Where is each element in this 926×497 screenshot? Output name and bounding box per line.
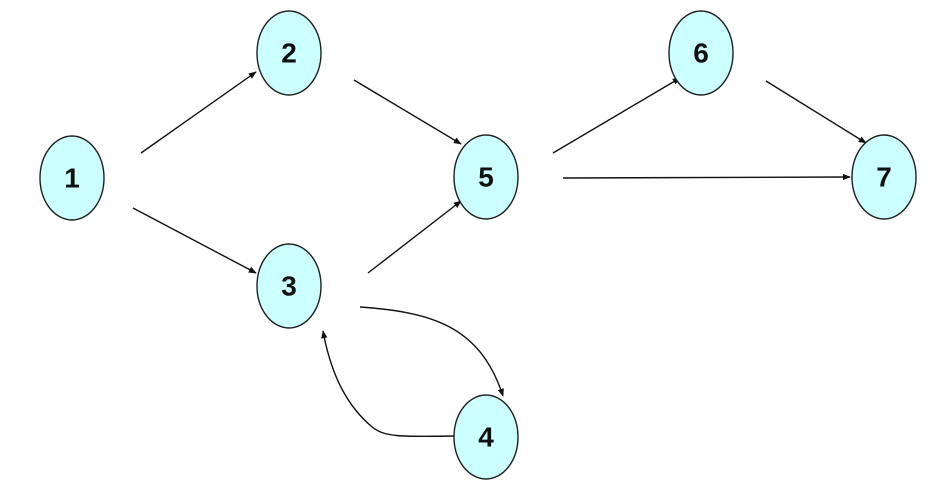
node-4-label: 4 [478, 422, 494, 453]
node-3-shape [256, 243, 322, 329]
node-7: 7 [851, 134, 917, 220]
node-6-shape [668, 10, 734, 96]
edge-2-5 [353, 79, 462, 145]
edge-6-7 [765, 80, 867, 144]
node-5-label: 5 [478, 162, 494, 193]
node-1-label: 1 [64, 163, 80, 194]
node-4-shape [453, 394, 519, 480]
edge-1-2 [140, 71, 257, 154]
node-2-shape [256, 10, 322, 96]
node-5: 5 [453, 134, 519, 220]
node-7-shape [851, 134, 917, 220]
node-1: 1 [39, 135, 105, 221]
edge-5-6 [552, 77, 681, 154]
node-3-label: 3 [281, 271, 297, 302]
node-1-shape [39, 135, 105, 221]
node-5-shape [453, 134, 519, 220]
edge-3-4 [359, 306, 504, 397]
node-6-label: 6 [693, 38, 709, 69]
edge-4-3 [321, 330, 455, 438]
edge-3-5 [367, 200, 462, 274]
node-3: 3 [256, 243, 322, 329]
edge-1-3 [132, 207, 257, 274]
node-7-label: 7 [876, 162, 892, 193]
node-6: 6 [668, 10, 734, 96]
edges [132, 71, 867, 438]
edge-5-7 [562, 173, 851, 181]
node-2-label: 2 [281, 38, 297, 69]
node-4: 4 [453, 394, 519, 480]
node-2: 2 [256, 10, 322, 96]
